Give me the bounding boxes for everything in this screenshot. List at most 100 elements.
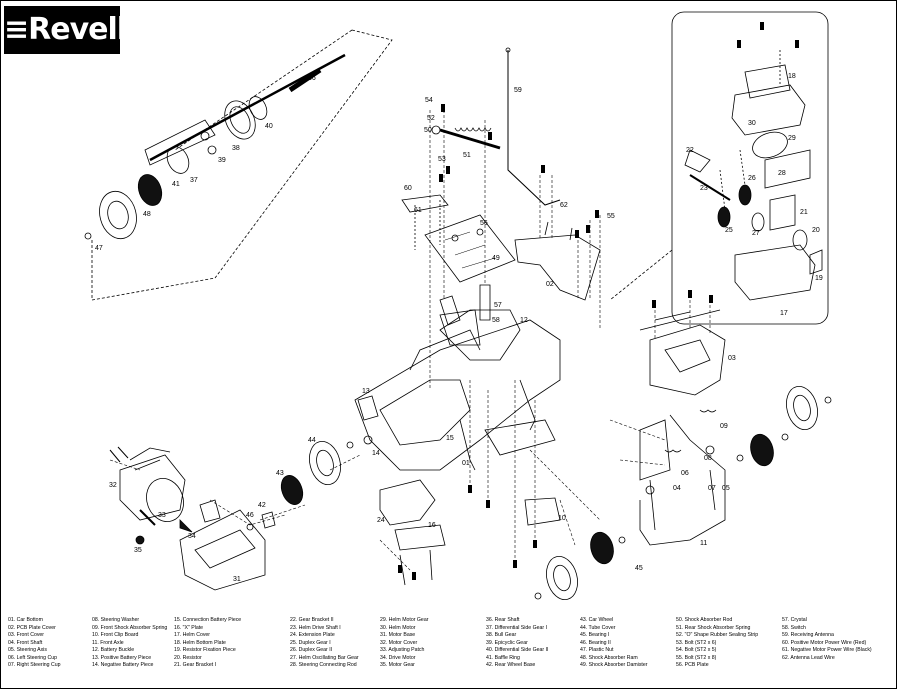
part-label: 17. Helm Cover	[174, 632, 211, 638]
part-label: 25. Duplex Gear I	[290, 639, 331, 646]
callout-15: 15	[446, 435, 454, 442]
part-label: 62. Antenna Lead Wire	[782, 654, 835, 661]
part-label: 41. Baffle Ring	[486, 654, 520, 661]
part-label: 44. Tube Cover	[580, 624, 616, 631]
motor-gear	[135, 535, 145, 545]
callout-04: 04	[673, 485, 681, 492]
switch	[439, 295, 461, 326]
leader-line	[609, 249, 673, 301]
screw	[709, 295, 713, 303]
part-label: 01. Car Bottom	[8, 617, 43, 623]
callout-42: 42	[258, 502, 266, 509]
screw	[541, 165, 545, 173]
callout-36: 36	[308, 75, 316, 82]
callout-52: 52	[427, 115, 435, 122]
part-label: 04. Front Shaft	[8, 639, 43, 646]
callout-43: 43	[276, 470, 284, 477]
part-label: 48. Shock Absorber Ram	[580, 654, 638, 661]
callout-31: 31	[233, 576, 241, 583]
diff-gear-i	[166, 146, 190, 174]
part-label: 09. Front Shock Absorber Spring	[92, 624, 168, 631]
callout-62: 62	[560, 202, 568, 209]
gear-bracket-ii	[684, 149, 711, 173]
part-label: 58. Switch	[782, 624, 806, 631]
callout-25: 25	[725, 227, 733, 234]
rear-left-wheel	[309, 440, 341, 486]
part-label: 20. Resistor	[174, 654, 202, 661]
antenna-wire	[507, 50, 561, 206]
screw	[513, 560, 517, 568]
screw	[468, 485, 472, 493]
callout-40: 40	[265, 123, 273, 130]
part-label: 16. "X" Plate	[174, 624, 204, 631]
right-front-wheel	[786, 385, 818, 431]
car-bottom	[354, 319, 561, 471]
helm-motor	[752, 131, 788, 159]
part-label: 56. PCB Plate	[676, 662, 709, 668]
shock-absorber-rod	[439, 128, 501, 150]
part-label: 13. Positive Battery Piece	[92, 654, 152, 661]
screw	[760, 22, 764, 30]
part-label: 07. Right Steering Cup	[8, 662, 61, 668]
part-label: 53. Bolt (ST2 x 6)	[676, 639, 717, 646]
screws	[398, 22, 799, 580]
part-label: 52. "O" Shape Rubber Sealing Strip	[676, 632, 759, 638]
screw	[795, 40, 799, 48]
callout-03: 03	[728, 355, 736, 362]
part-label: 61. Negative Motor Power Wire (Black)	[782, 647, 872, 653]
callout-10: 10	[558, 515, 566, 522]
rear-left-gear	[280, 475, 304, 505]
part-label: 59. Receiving Antenna	[782, 632, 834, 638]
front-left-gear	[590, 531, 614, 565]
part-label: 23. Helm Drive Shaft I	[290, 624, 341, 631]
callout-20: 20	[812, 227, 820, 234]
extension-plate	[379, 479, 436, 526]
part-label: 34. Drive Motor	[380, 654, 416, 661]
exploded-assembly-drawing: 0102030405060708091011121314151617181920…	[84, 11, 832, 601]
part-label: 08. Steering Washer	[92, 617, 140, 623]
front-left-wheel	[546, 555, 578, 601]
callout-37: 37	[190, 177, 198, 184]
callout-48: 48	[143, 211, 151, 218]
screw	[412, 572, 416, 580]
part-label: 40. Differential Side Gear II	[486, 647, 549, 653]
part-label: 60. Positive Motor Power Wire (Red)	[782, 639, 867, 646]
callout-59: 59	[514, 87, 522, 94]
callout-33: 33	[158, 512, 166, 519]
part-label: 26. Duplex Gear II	[290, 647, 333, 653]
callout-39: 39	[218, 157, 226, 164]
callout-19: 19	[815, 275, 823, 282]
part-label: 15. Connection Battery Piece	[174, 617, 242, 623]
helm-cover	[731, 84, 806, 136]
callout-34: 34	[188, 533, 196, 540]
gear-bracket	[401, 194, 449, 213]
part-label: 35. Motor Gear	[380, 662, 415, 668]
part-label: 28. Steering Connecting Rod	[290, 662, 357, 668]
callout-13: 13	[362, 388, 370, 395]
part-label: 06. Left Steering Cup	[8, 654, 58, 661]
part-label: 31. Motor Base	[380, 632, 416, 638]
axis-line	[174, 29, 393, 279]
part-label: 54. Bolt (ST2 x 5)	[676, 647, 717, 653]
screw	[737, 40, 741, 48]
positive-battery-piece	[357, 395, 379, 421]
motor-wires	[109, 446, 129, 463]
callout-17: 17	[780, 310, 788, 317]
rear-gear	[137, 174, 163, 206]
screw	[533, 540, 537, 548]
part-label: 24. Extension Plate	[290, 632, 335, 638]
callout-05: 05	[722, 485, 730, 492]
helm-oscillating-bar-gear	[751, 212, 765, 232]
callout-29: 29	[788, 135, 796, 142]
callout-58: 58	[492, 317, 500, 324]
negative-battery-piece	[363, 435, 373, 445]
callout-46: 46	[246, 512, 254, 519]
callout-30: 30	[748, 120, 756, 127]
helm-drive-shaft	[689, 174, 731, 201]
duplex-gear-ii	[738, 184, 752, 206]
